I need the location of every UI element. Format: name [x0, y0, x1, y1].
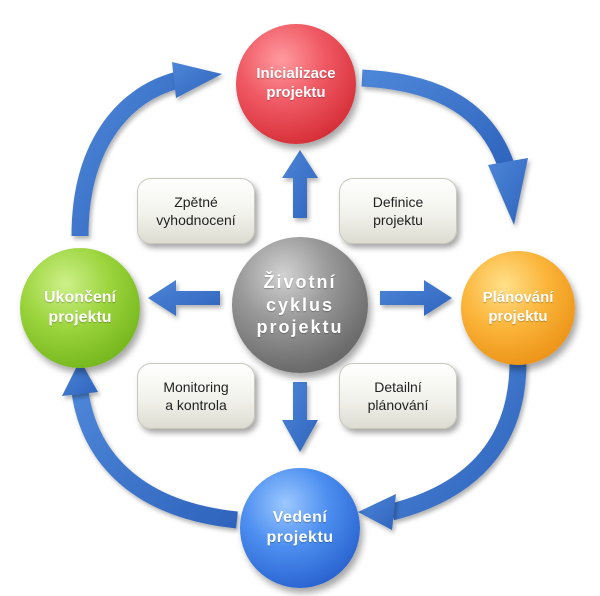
cycle-arrow-plan-to-lead — [389, 361, 527, 521]
phase-planning: Plánování projektu — [461, 251, 575, 365]
phase-leading-line1: Vedení — [272, 509, 328, 526]
phase-initialization: Inicializace projektu — [236, 24, 356, 144]
center-line2: cyklus — [265, 294, 335, 315]
cycle-arrow-init-to-plan — [361, 69, 516, 171]
activity-feedback-line2: vyhodnocení — [156, 212, 236, 228]
phase-initialization-line1: Inicializace — [256, 65, 336, 83]
activity-feedback-line1: Zpětné — [174, 193, 218, 210]
activity-detailed-line1: Detailní — [374, 378, 422, 395]
activity-definition-line1: Definice — [372, 193, 424, 210]
center-line3: projektu — [256, 317, 344, 338]
phase-closing: Ukončení projektu — [20, 248, 140, 368]
center-line1: Životní — [263, 272, 337, 293]
phase-initialization-line2: projektu — [266, 84, 326, 101]
cycle-arrow-lead-to-close — [71, 390, 238, 529]
activity-monitoring: Monitoring a kontrola — [137, 363, 255, 429]
activity-monitoring-line1: Monitoring — [163, 378, 229, 395]
phase-leading: Vedení projektu — [240, 468, 360, 588]
phase-leading-line2: projektu — [266, 529, 334, 546]
cycle-arrowhead-lead — [358, 494, 396, 530]
activity-detailed-line2: plánování — [367, 397, 429, 413]
center-arrow-right — [380, 280, 452, 316]
activity-feedback: Zpětné vyhodnocení — [137, 178, 255, 244]
center-arrow-left — [148, 280, 220, 316]
cycle-arrowhead-plan — [488, 158, 528, 225]
cycle-arrowhead-close — [62, 360, 98, 396]
center-lifecycle: Životní cyklus projektu — [232, 237, 368, 373]
phase-planning-line2: projektu — [488, 308, 548, 325]
cycle-arrowhead-init — [172, 62, 222, 98]
activity-definition-line2: projektu — [373, 212, 423, 228]
phase-planning-line1: Plánování — [482, 289, 554, 307]
activity-monitoring-line2: a kontrola — [165, 397, 227, 413]
phase-closing-line2: projektu — [48, 309, 112, 326]
activity-definition: Definice projektu — [339, 178, 457, 244]
center-arrow-up — [282, 150, 318, 218]
cycle-arrow-close-to-init — [71, 71, 181, 237]
activity-detailed-planning: Detailní plánování — [339, 363, 457, 429]
center-arrow-down — [282, 382, 318, 452]
phase-closing-line1: Ukončení — [43, 289, 116, 306]
